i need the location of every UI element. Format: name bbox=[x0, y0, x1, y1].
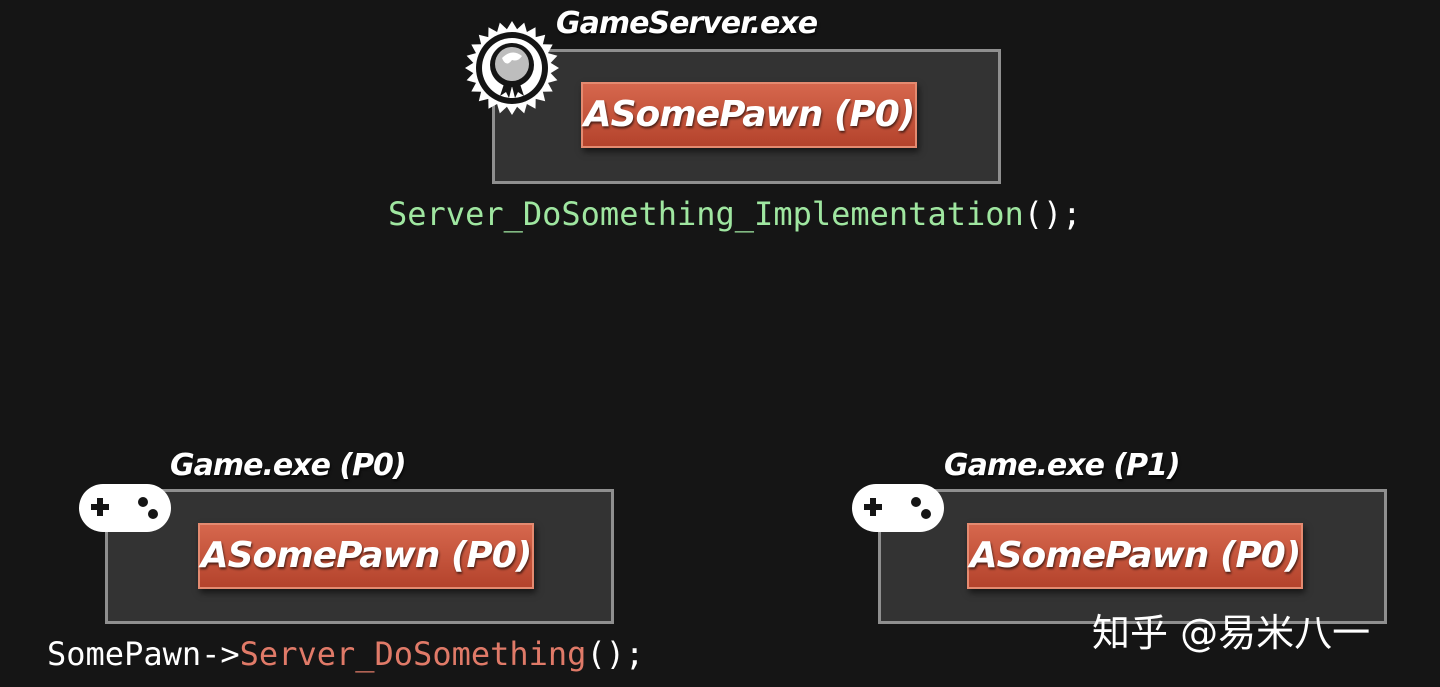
server-code-call: Server_DoSomething_Implementation bbox=[388, 195, 1024, 233]
server-badge-icon bbox=[465, 21, 559, 115]
watermark: 知乎 @易米八一 bbox=[1092, 611, 1371, 655]
client-right-title: Game.exe (P1) bbox=[944, 448, 1181, 483]
client-left-code-line: SomePawn->Server_DoSomething(); bbox=[47, 635, 644, 673]
client-right-pawn-label: ASomePawn (P0) bbox=[967, 523, 1303, 589]
client-left-pawn-label: ASomePawn (P0) bbox=[198, 523, 534, 589]
server-title: GameServer.exe bbox=[556, 6, 818, 41]
client-left-code-prefix: SomePawn-> bbox=[47, 635, 240, 673]
client-left-title: Game.exe (P0) bbox=[170, 448, 407, 483]
server-code-suffix: (); bbox=[1023, 195, 1082, 233]
server-code-line: Server_DoSomething_Implementation(); bbox=[388, 195, 1082, 233]
server-pawn-label: ASomePawn (P0) bbox=[581, 82, 917, 148]
client-left-code-call: Server_DoSomething bbox=[239, 635, 587, 673]
client-left-code-suffix: (); bbox=[586, 635, 645, 673]
gamepad-icon bbox=[852, 484, 944, 532]
gamepad-icon bbox=[79, 484, 171, 532]
